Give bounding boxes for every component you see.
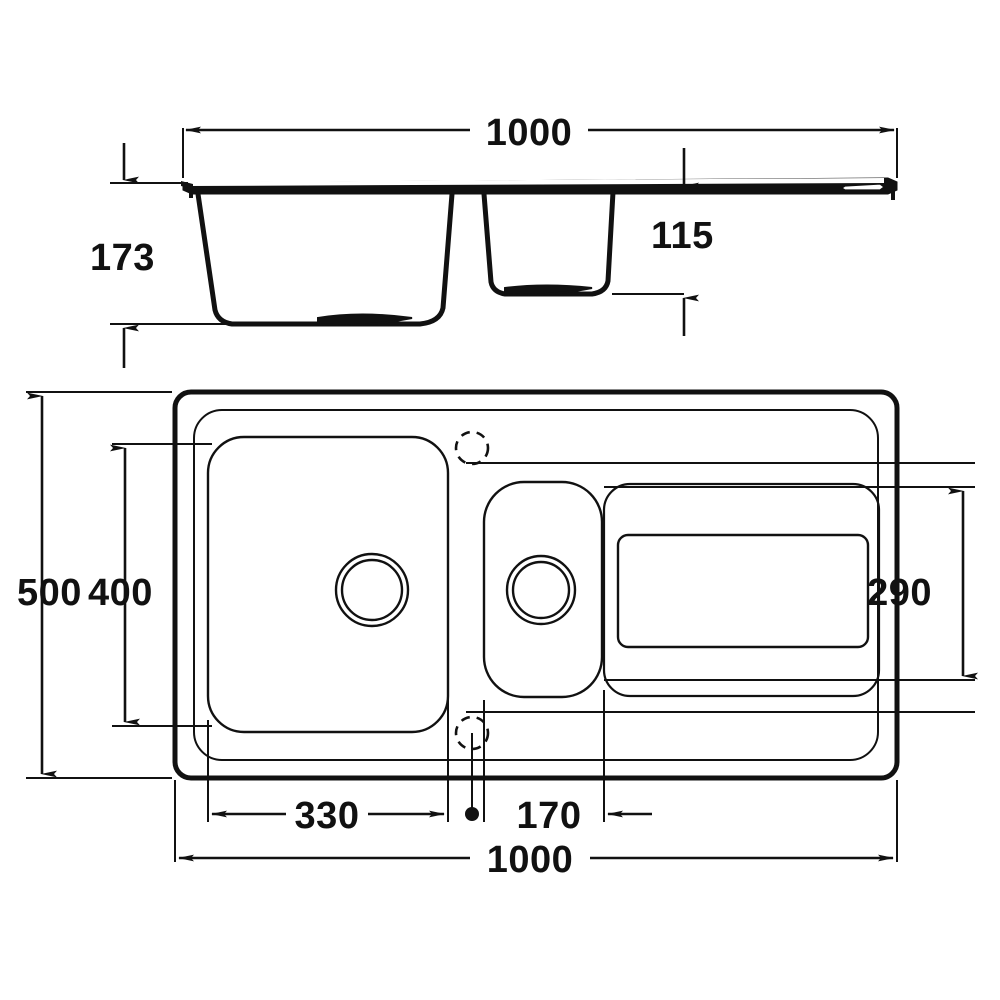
dimension-plan-half-bowl-width: 170 <box>517 795 652 837</box>
main-bowl-outline <box>206 435 450 734</box>
dimension-plan-overall-depth: 500 <box>17 391 172 779</box>
tap-centre-marker-dot <box>465 807 479 821</box>
dimension-label-overall-width: 1000 <box>486 112 573 154</box>
dimension-plan-bowl-inner-depth: 400 <box>88 443 212 727</box>
dimension-plan-drainer-depth: 290 <box>604 486 978 681</box>
dimension-elevation-half-bowl-depth: 115 <box>612 148 714 336</box>
dimension-plan-main-bowl-width: 330 <box>211 795 445 837</box>
dimension-label-drainer-depth: 290 <box>867 572 932 614</box>
drainer-groove-outline <box>616 533 870 649</box>
drainer-panel-outline <box>602 482 881 698</box>
rim-highlight <box>187 178 884 186</box>
elevation-view: 1000 173 115 <box>90 112 898 368</box>
sink-outer-outline <box>172 389 900 781</box>
half-bowl-outline <box>482 480 604 699</box>
dimension-label-main-bowl-depth: 173 <box>90 237 155 279</box>
elevation-rim-plate <box>181 177 898 200</box>
half-bowl-drain-inner-ring <box>511 560 571 620</box>
dimension-label-main-bowl-width: 330 <box>295 795 360 837</box>
plan-view: 500 400 290 <box>17 389 978 881</box>
dimension-plan-overall-length: 1000 <box>178 839 894 881</box>
dimension-label-half-bowl-width: 170 <box>517 795 582 837</box>
main-bowl-drain-outer-ring <box>334 552 410 628</box>
dimension-elevation-overall-width: 1000 <box>182 112 898 178</box>
rim-right-lip <box>889 188 895 200</box>
dimension-label-half-bowl-depth: 115 <box>651 215 714 257</box>
dimension-label-overall-depth: 500 <box>17 572 82 614</box>
rim-left-lip <box>181 181 193 198</box>
dimension-elevation-main-bowl-depth: 173 <box>90 143 240 368</box>
dimension-label-bowl-inner-depth: 400 <box>88 572 153 614</box>
plan-right-leader-lines <box>466 462 975 713</box>
half-bowl-waste-section <box>504 284 593 296</box>
main-bowl-waste-section <box>317 313 413 327</box>
plan-bottom-extension-lines <box>174 690 898 862</box>
rim-end-slot <box>840 183 885 191</box>
main-bowl-drain-inner-ring <box>340 558 404 622</box>
half-bowl-drain-outer-ring <box>505 554 577 626</box>
dimension-label-overall-length: 1000 <box>487 839 574 881</box>
